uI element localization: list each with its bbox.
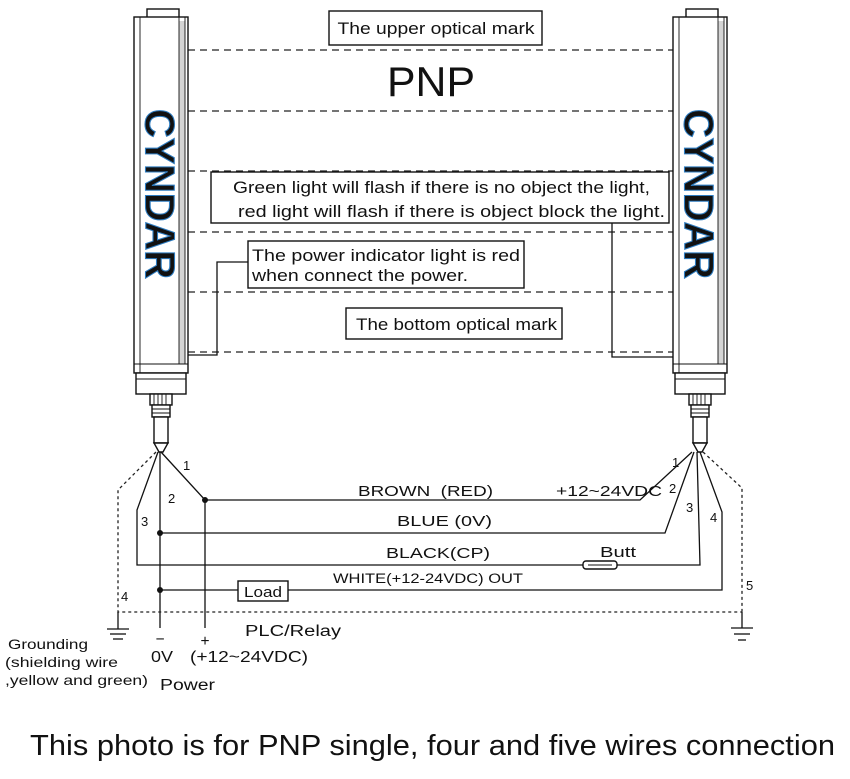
connector-thread-lines: [691, 408, 709, 414]
bottom-mark-label: The bottom optical mark: [356, 316, 558, 334]
caption: This photo is for PNP single, four and f…: [30, 730, 835, 762]
white-wire: [288, 451, 723, 591]
blue-wire-label: BLUE (0V): [397, 513, 492, 530]
grounding-note: Grounding (shielding wire ,yellow and gr…: [5, 636, 148, 688]
junction-dot: [157, 587, 163, 593]
pin-number: 3: [686, 500, 693, 515]
supply-voltage-label: +12~24VDC: [556, 483, 662, 500]
black-wire-left: [136, 451, 583, 566]
button-label: Butt: [600, 544, 637, 561]
power-indicator-line-2: when connect the power.: [251, 267, 468, 285]
light-flash-line-2: red light will flash if there is object …: [238, 203, 665, 221]
bar-side-shading: [179, 21, 185, 364]
connector-thread: [690, 404, 710, 418]
junction-dot: [202, 497, 208, 503]
bar-end-block: [674, 372, 726, 395]
connector-boot: [692, 416, 708, 444]
callout-box: [345, 307, 563, 340]
pin-number: 1: [672, 455, 679, 470]
brown-wire: [160, 451, 693, 501]
cp-push-button: [582, 560, 618, 570]
right-light-curtain: CYNDAR: [672, 8, 728, 453]
grounding-line-1: Grounding: [8, 636, 88, 652]
wiring: Load: [117, 451, 743, 628]
power-indicator-line-1: The power indicator light is red: [252, 247, 520, 265]
power-indicator-callout: The power indicator light is red when co…: [247, 240, 525, 289]
right-bar-body: [672, 8, 728, 453]
callout-box: [210, 171, 670, 224]
pin-number: 5: [746, 578, 753, 593]
ground-symbol-right: [731, 612, 753, 641]
bottom-mark-callout: The bottom optical mark: [345, 307, 563, 340]
grounding-line-2: (shielding wire: [5, 654, 118, 670]
zero-volt-label: 0V: [151, 649, 174, 666]
brown-wire-label: BROWN (RED): [358, 483, 493, 500]
pin-number: 3: [141, 514, 148, 529]
plus-sign: +: [200, 633, 209, 650]
connector-thread-lines: [152, 408, 170, 414]
connector-nut: [149, 393, 173, 406]
power-indicator-leader: [188, 261, 248, 356]
minus-sign: −: [155, 631, 164, 648]
light-flash-line-1: Green light will flash if there is no ob…: [233, 179, 650, 197]
blue-wire-bus: [160, 451, 695, 534]
connector-boot: [153, 416, 169, 444]
load-label: Load: [244, 584, 282, 601]
pin-number: 2: [168, 491, 175, 506]
pin-number: 2: [669, 481, 676, 496]
right-pin-numbers: 1 2 3 4 5: [669, 455, 753, 593]
pin-number: 4: [121, 589, 128, 604]
connector-thread: [151, 404, 171, 418]
left-light-curtain: CYNDAR: [133, 8, 189, 453]
connector-knurl: [153, 394, 167, 405]
beam-lines: [188, 49, 673, 353]
bar-side-shading: [718, 21, 724, 364]
shield-wire-left: [117, 451, 742, 613]
callout-box: [247, 240, 525, 289]
pin-number: 4: [710, 510, 717, 525]
light-flash-callout: Green light will flash if there is no ob…: [210, 171, 670, 224]
connector-tip: [691, 442, 709, 453]
upper-mark-callout: The upper optical mark: [328, 10, 543, 46]
brand-logo-left: CYNDAR: [137, 109, 184, 279]
bar-end-block: [135, 372, 187, 395]
supply-voltage-terminal-label: (+12~24VDC): [190, 649, 308, 666]
plc-relay-label: PLC/Relay: [245, 623, 341, 640]
white-wire-label: WHITE(+12-24VDC) OUT: [333, 571, 523, 586]
callout-box: [328, 10, 543, 46]
connector-nut: [688, 393, 712, 406]
light-flash-leader: [611, 223, 673, 358]
grounding-line-3: ,yellow and green): [5, 672, 148, 688]
ground-symbol-left: [107, 612, 129, 640]
pin-number: 1: [183, 458, 190, 473]
connector-knurl: [692, 394, 706, 405]
connector-tip: [152, 442, 170, 453]
diagram-title: PNP: [387, 58, 475, 105]
brand-logo-right: CYNDAR: [676, 109, 723, 279]
black-wire-right: [617, 451, 701, 566]
upper-mark-label: The upper optical mark: [338, 20, 536, 38]
load-box: [237, 580, 289, 602]
power-label: Power: [160, 677, 215, 694]
left-pin-numbers: 1 2 3 4: [121, 458, 190, 604]
junction-dot: [157, 530, 163, 536]
black-wire-label: BLACK(CP): [386, 545, 490, 562]
